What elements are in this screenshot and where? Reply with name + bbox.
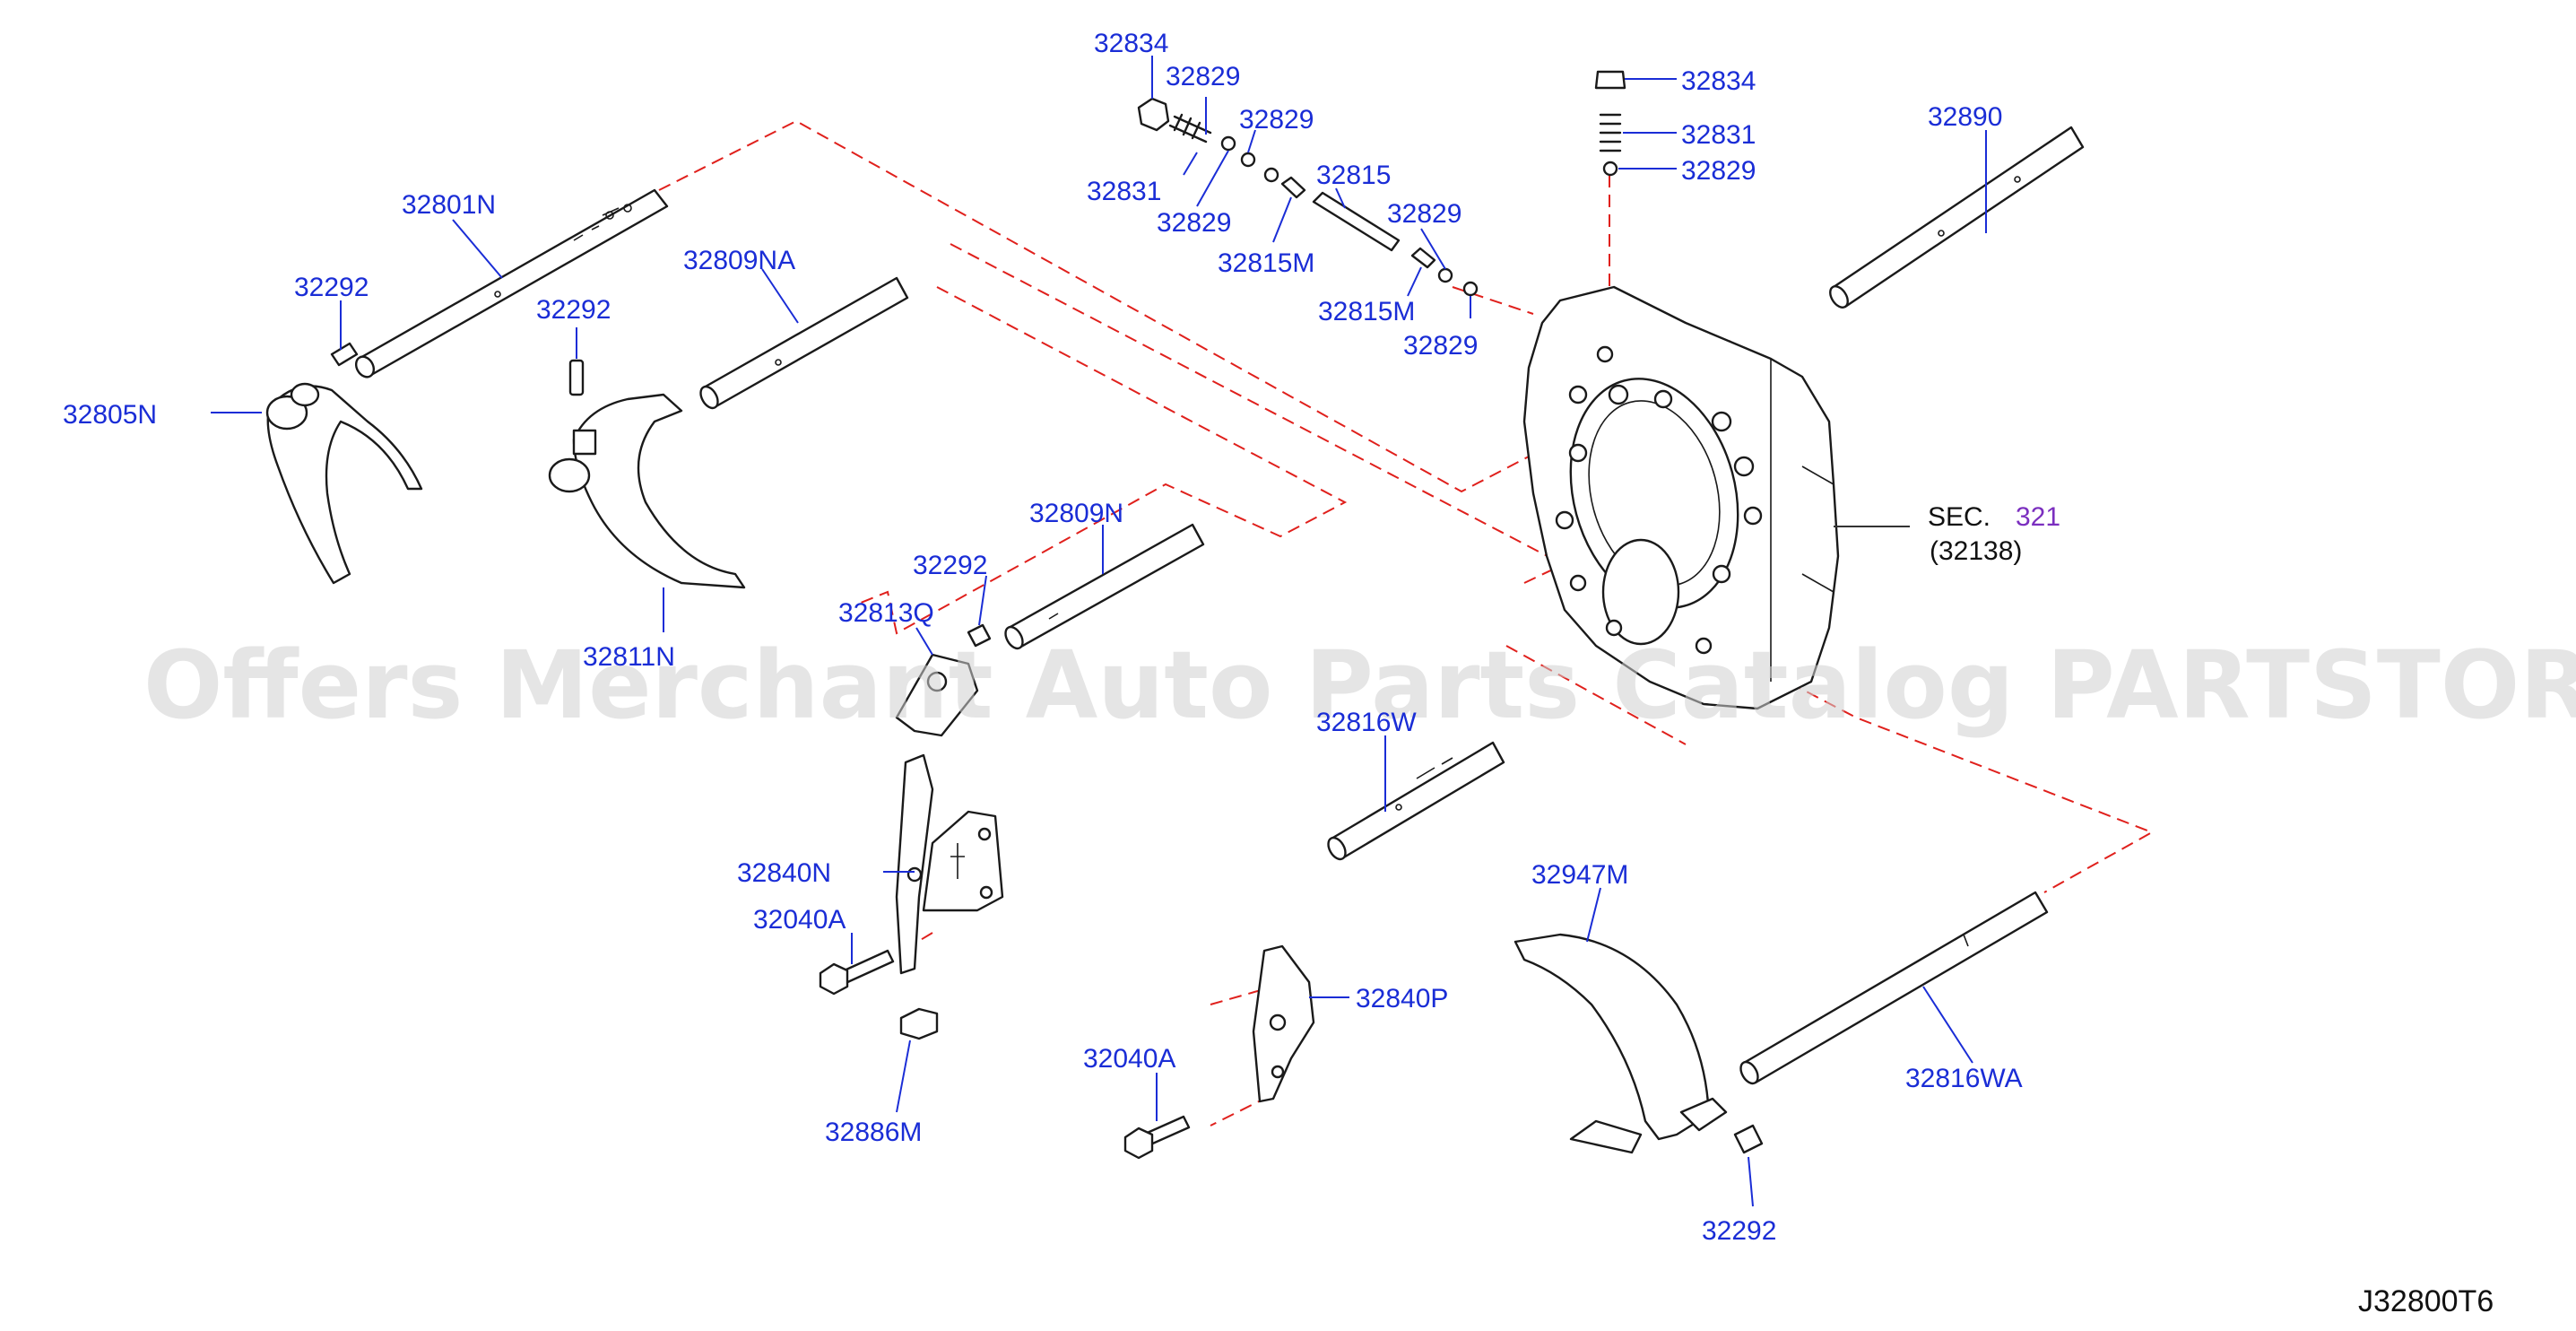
label-32801N[interactable]: 32801N	[402, 190, 496, 220]
label-32292-d[interactable]: 32292	[1702, 1216, 1776, 1246]
label-32886M[interactable]: 32886M	[825, 1118, 922, 1147]
label-32815M-a[interactable]: 32815M	[1218, 248, 1314, 278]
label-32292-c[interactable]: 32292	[913, 551, 987, 580]
label-32840N[interactable]: 32840N	[737, 858, 831, 888]
rod-32809NA-drawing	[699, 276, 909, 410]
part-labels: 32834 32829 32829 32831 32815 32829 3282…	[63, 29, 2023, 1246]
rod-32816W-drawing	[1327, 741, 1505, 861]
label-32815[interactable]: 32815	[1316, 161, 1391, 190]
label-32840P[interactable]: 32840P	[1356, 984, 1448, 1013]
rod-32890-drawing	[1829, 126, 2085, 309]
label-32292-b[interactable]: 32292	[536, 295, 611, 325]
shift-rod-32801N-drawing	[354, 188, 669, 378]
label-32947M[interactable]: 32947M	[1531, 860, 1628, 890]
label-32829-f[interactable]: 32829	[1681, 156, 1756, 186]
label-32040A-a[interactable]: 32040A	[753, 905, 846, 935]
interlock-rod-32815-drawing	[1312, 191, 1401, 252]
pin-32292-b-drawing	[568, 359, 585, 396]
section-prefix: SEC.	[1928, 502, 1991, 532]
detent-balls-drawing	[1220, 135, 1479, 297]
section-reference: SEC. 321 (32138)	[1928, 502, 2060, 566]
lever-32840N-drawing	[895, 753, 1004, 975]
label-32829-a[interactable]: 32829	[1166, 62, 1240, 91]
pin-32292-c-drawing	[967, 623, 992, 648]
leader-lines	[211, 56, 1987, 1207]
label-32834-a[interactable]: 32834	[1094, 29, 1168, 58]
bolt-32040A-b-drawing	[1123, 1115, 1191, 1160]
shift-fork-32947M-drawing	[1514, 933, 1728, 1154]
label-32805N[interactable]: 32805N	[63, 400, 157, 430]
label-32809N[interactable]: 32809N	[1029, 499, 1123, 528]
pin-32292-a-drawing	[330, 342, 359, 367]
detent-plug-32834-b-drawing	[1594, 70, 1626, 90]
interlock-pin-32815M-b-drawing	[1410, 247, 1436, 269]
label-32292-a[interactable]: 32292	[294, 273, 369, 302]
label-32809NA[interactable]: 32809NA	[683, 246, 795, 275]
diagram-code: J32800T6	[2358, 1284, 2494, 1318]
bolt-32040A-a-drawing	[819, 949, 895, 996]
shift-fork-32805N-drawing	[265, 382, 423, 585]
label-32890[interactable]: 32890	[1928, 102, 2002, 132]
shift-fork-32811N-drawing	[548, 393, 746, 589]
label-32831-b[interactable]: 32831	[1681, 120, 1756, 150]
label-32040A-b[interactable]: 32040A	[1083, 1044, 1175, 1074]
label-32816WA[interactable]: 32816WA	[1905, 1064, 2023, 1093]
shaft-32816WA-drawing	[1739, 891, 2049, 1085]
label-32829-e[interactable]: 32829	[1403, 331, 1478, 361]
detent-spring-32831-a-drawing	[1168, 113, 1212, 144]
label-32834-b[interactable]: 32834	[1681, 66, 1756, 96]
watermark-text: Offers Merchant Auto Parts Catalog PARTS…	[143, 631, 2576, 740]
detent-spring-32831-b-drawing	[1599, 113, 1622, 152]
pin-32292-d-drawing	[1733, 1124, 1764, 1154]
label-32813Q[interactable]: 32813Q	[838, 598, 934, 628]
detent-plug-32834-a-drawing	[1137, 97, 1170, 132]
transmission-case-drawing	[1522, 285, 1840, 710]
interlock-pin-32815M-a-drawing	[1280, 176, 1306, 199]
label-32816W[interactable]: 32816W	[1316, 708, 1417, 737]
detent-ball-32829-f-drawing	[1602, 161, 1618, 177]
label-32829-b[interactable]: 32829	[1239, 105, 1314, 135]
label-32829-d[interactable]: 32829	[1387, 199, 1461, 229]
label-32829-c[interactable]: 32829	[1157, 208, 1231, 238]
section-number-link[interactable]: 321	[2016, 502, 2060, 532]
label-32831-a[interactable]: 32831	[1087, 177, 1161, 206]
label-32811N[interactable]: 32811N	[583, 642, 675, 672]
block-32886M-drawing	[899, 1007, 939, 1040]
section-subref: (32138)	[1930, 536, 2022, 566]
rod-32809N-drawing	[1004, 523, 1205, 650]
label-32815M-b[interactable]: 32815M	[1318, 297, 1415, 326]
lever-32840P-drawing	[1252, 944, 1315, 1103]
